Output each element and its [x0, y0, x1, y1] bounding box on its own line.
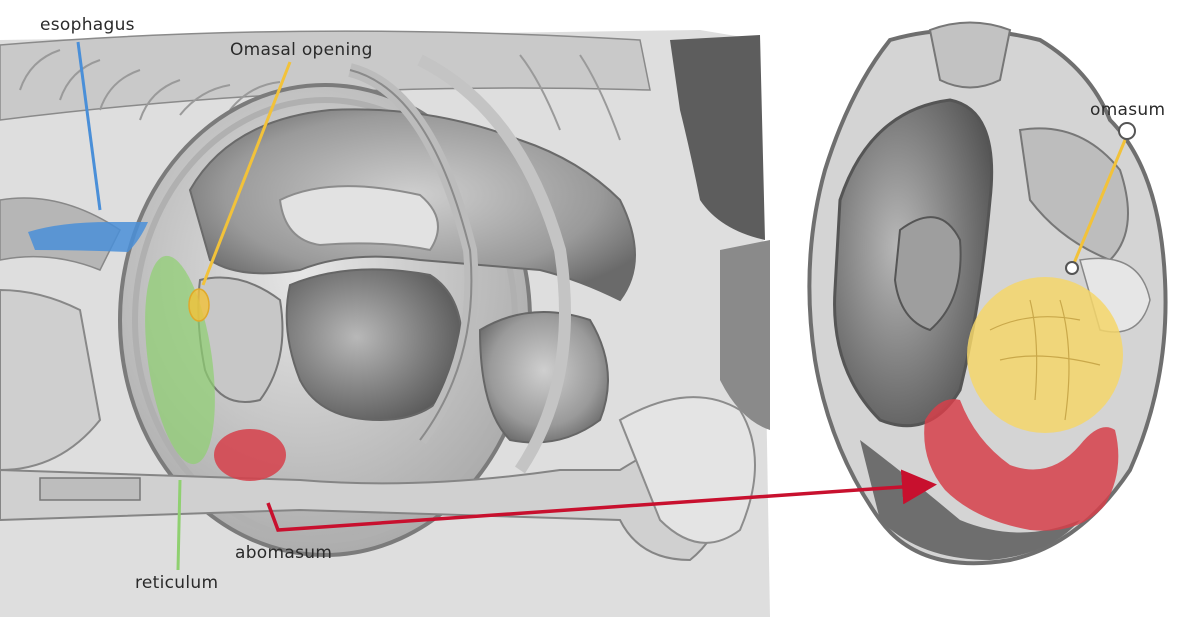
sternebrae — [40, 478, 140, 500]
ventral-sac — [287, 269, 462, 420]
abomasum-highlight-left — [214, 429, 286, 481]
reticulum-leader — [178, 480, 180, 570]
left-lateral-view — [0, 30, 770, 617]
omasum-leader-start — [1119, 123, 1135, 139]
omasal-opening-highlight — [189, 289, 209, 321]
omasum-highlight — [967, 277, 1123, 433]
esophagus-label: esophagus — [40, 15, 135, 35]
omasal-opening-label: Omasal opening — [230, 40, 373, 60]
vertebra — [930, 23, 1010, 88]
omasum-label: omasum — [1090, 100, 1165, 120]
abomasum-label: abomasum — [235, 543, 332, 563]
omasum-leader-end — [1066, 262, 1078, 274]
rumen-pillar — [280, 186, 438, 250]
reticulum-label: reticulum — [135, 573, 218, 593]
